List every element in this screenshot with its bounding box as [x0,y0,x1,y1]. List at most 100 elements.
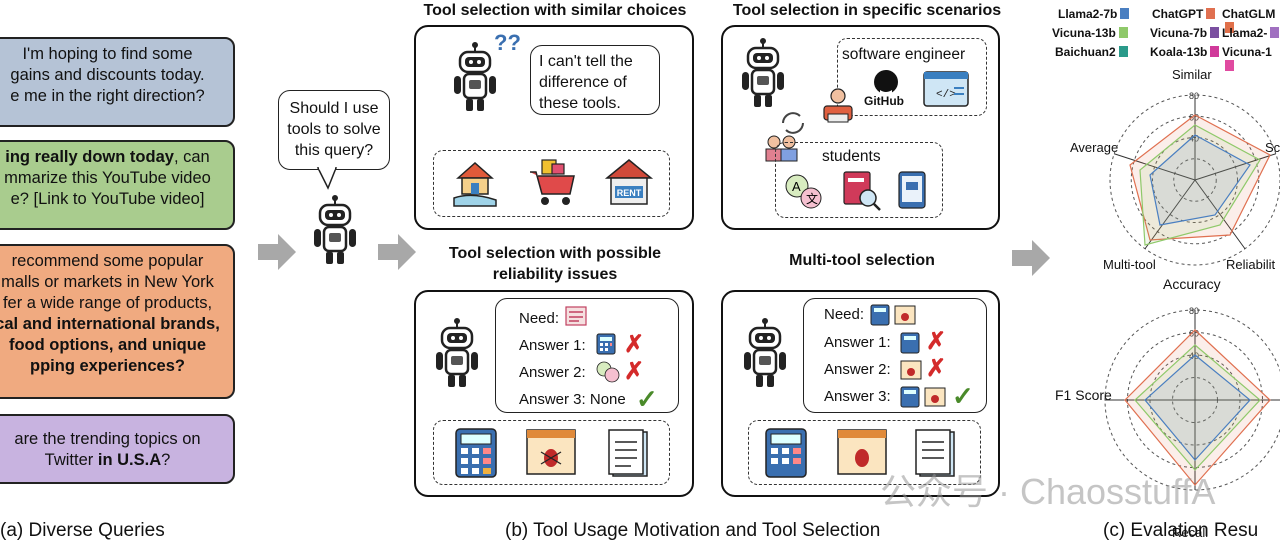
robot-icon [452,40,498,113]
engineer-person-icon [823,88,853,123]
similar-speech-line-3: these tools. [539,95,621,112]
students-box [775,142,943,218]
radar1-axis-reliability: Reliabilit [1226,257,1276,272]
legend-item: ChatGLM [1222,7,1280,35]
reliability-answer-1: Answer 1: [519,337,586,354]
query-3-bold-1: cal and international brands, [0,315,220,333]
query-4-c: ? [161,451,171,469]
legend-swatch [1225,60,1234,71]
reliability-answer-2: Answer 2: [519,364,586,381]
query-3-bold-2: food options, and unique [8,336,207,354]
svg-text:RENT: RENT [617,188,642,198]
radar2-series-area [1144,354,1251,461]
legend-item: Koala-13b [1150,45,1220,59]
legend-label: Koala-13b [1150,45,1208,59]
web-form-icon [565,306,587,326]
center-bubble-line-2: tools to solve [287,121,381,138]
radar1-spoke [1144,179,1196,250]
calculator-icon [900,386,920,408]
legend-swatch [1210,46,1220,57]
robot-icon [434,316,480,389]
robot-icon [312,193,358,266]
radar1-axis-average: Average [1070,140,1119,155]
panel-title-scenarios: Tool selection in specific scenarios [732,2,1002,19]
query-1-line-1: I'm hoping to find some [22,45,193,63]
similar-speech-line-1: I can't tell the [539,53,633,70]
house-hand-icon [453,161,497,207]
query-3-line-1: recommend some popular [11,252,204,270]
calculator-icon [596,333,616,355]
radar1-grid-ring [1109,94,1280,266]
similar-speech-bubble: I can't tell the difference of these too… [530,45,660,115]
arrow-right-icon [258,234,296,270]
radar2-series-area [1134,344,1261,471]
query-1-line-3: e me in the right direction? [10,87,205,105]
radar2-tick-label: 60 [1189,329,1199,339]
query-3-bold-3: pping experiences? [30,357,185,375]
web-bug-icon [837,429,887,475]
legend-swatch [1225,22,1234,33]
panel-title-multi: Multi-tool selection [789,252,935,269]
calculator-large-icon [765,428,807,478]
svg-text:文: 文 [806,191,818,206]
panel-title-reliability-1: Tool selection with possible [448,245,662,262]
legend-swatch [1210,27,1220,38]
legend-item: Vicuna-1 [1222,45,1280,73]
legend-label: Vicuna-1 [1222,45,1272,59]
translate-icon: A 文 [785,174,822,209]
radar2-axis-recall: Recall [1172,525,1209,540]
radar2-tick-label: 80 [1189,306,1199,316]
query-box-1: I'm hoping to find some gains and discou… [0,37,235,127]
radar1-spoke [1194,179,1246,250]
center-bubble-line-3: this query? [294,142,374,159]
center-bubble-line-1: Should I use [289,100,379,117]
svg-text:</>: </> [936,89,956,101]
cross-icon: ✗ [926,328,947,355]
multi-tools-box [748,420,981,485]
radar1-spoke [1114,153,1196,181]
robot-icon [742,316,788,389]
reliability-tools-box [433,420,670,485]
web-bug-icon [924,387,946,407]
reliability-answer-3: Answer 3: None [519,391,626,408]
legend-item: Vicuna-13b [1052,26,1128,40]
query-2-bold: ing really down today [5,148,174,166]
caption-a: (a) Diverse Queries [0,520,165,541]
shopping-cart-icon [530,159,575,205]
radar1-tick-label: 40 [1189,134,1199,144]
cross-icon: ✗ [624,331,645,358]
calculator-icon [900,332,920,354]
radar1-axis-sc: Sc [1265,140,1280,155]
cycle-arrows-icon [782,112,804,134]
document-icon [915,429,955,477]
legend-item: Vicuna-7b [1150,26,1220,40]
radar1-spoke [1194,153,1276,181]
github-label: GitHub [864,94,904,108]
web-bug-icon [894,305,916,325]
query-box-3: recommend some popular malls or markets … [0,244,235,399]
role-students: students [822,148,881,165]
legend-item: Baichuan2 [1055,45,1128,59]
svg-text:A: A [792,179,801,194]
legend-swatch [1270,27,1280,38]
legend-swatch [1206,8,1216,19]
arrow-right-icon [1012,240,1050,276]
panel-title-similar: Tool selection with similar choices [423,2,687,19]
reliability-need: Need: [519,310,560,327]
legend-item: Llama2-7b [1058,7,1130,21]
legend-item: ChatGPT [1152,7,1216,21]
multi-answer-1: Answer 1: [824,334,891,351]
caption-b: (b) Tool Usage Motivation and Tool Selec… [505,520,881,541]
radar1-grid-ring [1173,158,1217,202]
radar2-series-area [1124,329,1271,486]
query-4-b: Twitter [44,451,98,469]
arrow-right-icon [378,234,416,270]
legend-label: Baichuan2 [1055,45,1116,59]
check-icon: ✓ [636,384,658,414]
cross-icon: ✗ [926,355,947,382]
query-2-c: e? [Link to YouTube video] [10,190,205,208]
radar1-tick-label: 60 [1189,112,1199,122]
watermark: 公众号 · ChaosstuffA [880,471,1216,512]
web-bug-icon [526,429,576,475]
